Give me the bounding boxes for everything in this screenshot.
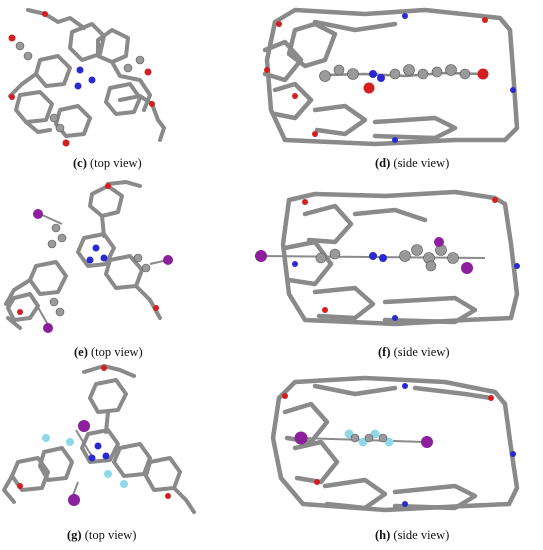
panel-g-image: [0, 362, 200, 522]
caption-f-letter: (f): [378, 345, 391, 359]
caption-h-letter: (h): [375, 528, 391, 542]
caption-f: (f) (side view): [378, 345, 450, 360]
panel-h-image: [255, 368, 543, 520]
caption-d: (d) (side view): [375, 156, 449, 171]
panel-f-image: [255, 184, 543, 336]
molecule-f-side-view: [255, 189, 520, 327]
caption-e-letter: (e): [74, 345, 88, 359]
caption-c: (c) (top view): [73, 156, 142, 171]
caption-c-letter: (c): [73, 156, 87, 170]
molecule-g-top-view: [2, 364, 196, 514]
panel-e-image: [0, 178, 175, 336]
caption-h: (h) (side view): [375, 528, 449, 543]
caption-h-view: (side view): [390, 528, 450, 542]
molecule-h-side-view: [270, 375, 520, 513]
panel-c-image: [0, 0, 175, 148]
panel-d-image: [255, 0, 543, 152]
caption-e-view: (top view): [87, 345, 143, 359]
caption-d-letter: (d): [375, 156, 391, 170]
caption-d-view: (side view): [390, 156, 450, 170]
caption-f-view: (side view): [390, 345, 450, 359]
caption-g-view: (top view): [81, 528, 137, 542]
caption-g: (g) (top view): [67, 528, 136, 543]
caption-c-view: (top view): [86, 156, 142, 170]
molecule-e-top-view: [4, 180, 173, 333]
molecule-c-top-view: [8, 8, 166, 147]
caption-g-letter: (g): [67, 528, 82, 542]
molecule-d-side-view: [262, 7, 520, 147]
caption-e: (e) (top view): [74, 345, 143, 360]
